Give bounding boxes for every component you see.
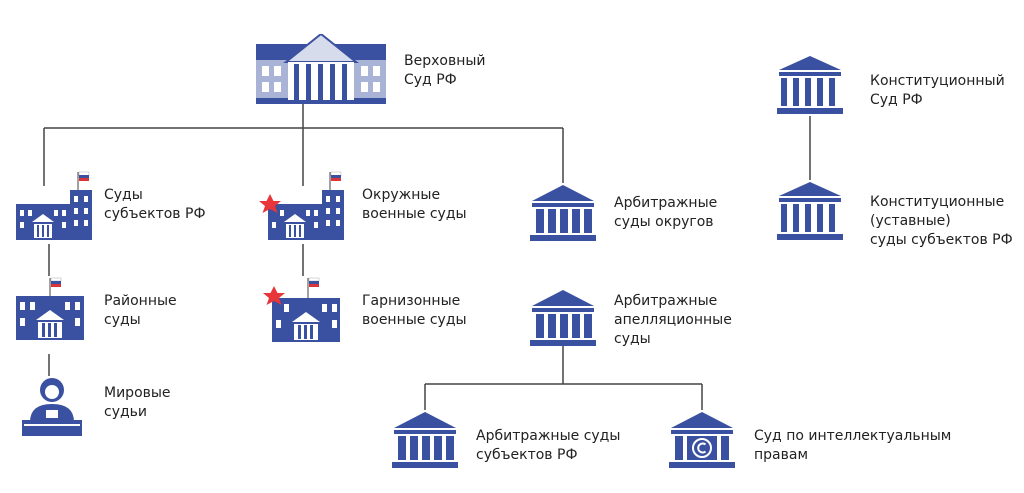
copyright-court-icon <box>669 412 735 468</box>
government-building-icon <box>16 171 92 240</box>
intellectual-property-label: Суд по интеллектуальным правам <box>754 428 952 463</box>
constitutional-regional-label: Конституционные (уставные) суды субъекто… <box>870 194 1013 248</box>
star-icon <box>263 286 285 305</box>
supreme-court-building-icon <box>256 34 386 104</box>
military-building-icon <box>259 171 344 240</box>
supreme-court-label: Верховный Суд РФ <box>404 53 486 88</box>
military-building-icon <box>263 277 340 342</box>
district-military-label: Окружные военные суды <box>362 187 467 222</box>
star-icon <box>259 194 281 213</box>
columned-court-icon <box>777 56 843 114</box>
garrison-military-label: Гарнизонные военные суды <box>362 293 467 328</box>
arbitration-court-icon <box>530 185 596 241</box>
magistrates-label: Мировые судьи <box>104 385 171 420</box>
arbitration-district-label: Арбитражные суды округов <box>614 195 718 230</box>
arbitration-court-icon <box>392 412 458 468</box>
government-building-icon <box>16 277 84 340</box>
constitutional-court-label: Конституционный Суд РФ <box>870 73 1005 108</box>
arbitration-court-icon <box>530 290 596 346</box>
arbitration-regional-label: Арбитражные суды субъектов РФ <box>476 428 621 463</box>
district-courts-label: Районные суды <box>104 293 177 328</box>
regional-courts-label: Суды субъектов РФ <box>104 187 206 222</box>
arbitration-appeal-label: Арбитражные апелляционные суды <box>614 293 732 347</box>
columned-court-icon <box>777 182 843 240</box>
judge-icon <box>22 378 82 436</box>
